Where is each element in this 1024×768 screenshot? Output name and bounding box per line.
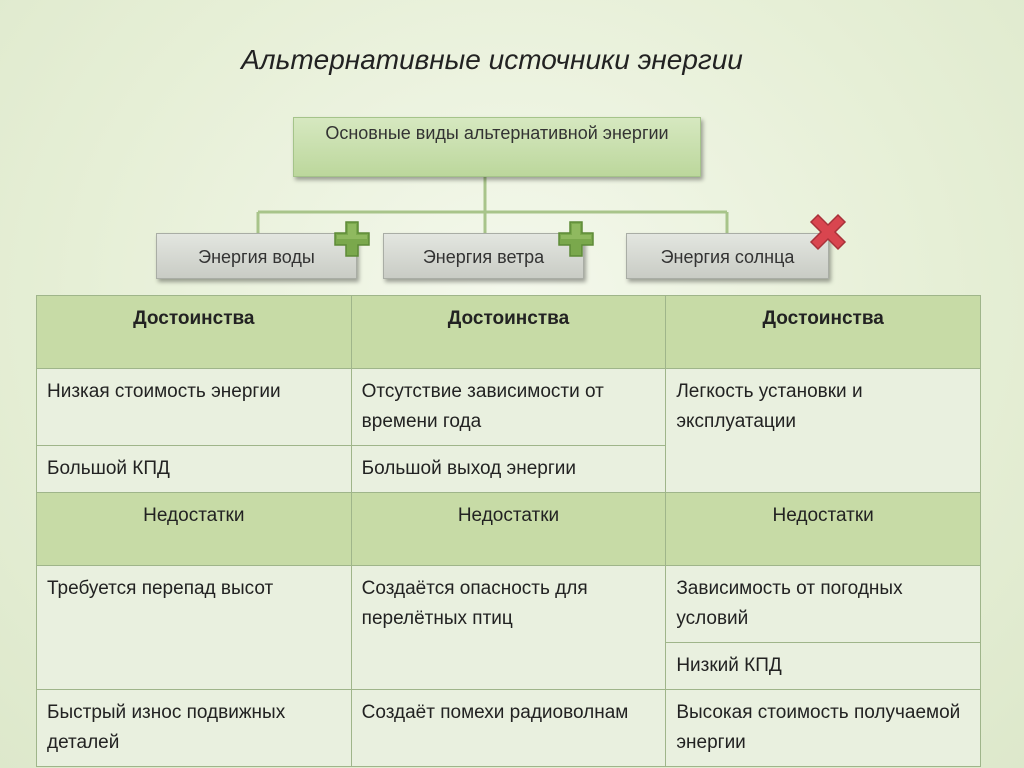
page-title: Альтернативные источники энергии: [241, 44, 743, 75]
node-wind: Энергия ветра: [383, 233, 584, 279]
table-cell: Низкая стоимость энергии: [36, 368, 352, 446]
table-row: Быстрый износ подвижных деталей Создаёт …: [36, 689, 981, 767]
table-row: Требуется перепад высот Создаётся опасно…: [36, 565, 981, 690]
table-row: Низкий КПД: [37, 642, 981, 690]
comparison-table: Достоинства Достоинства Достоинства Низк…: [36, 295, 981, 767]
table-cell: Требуется перепад высот: [36, 565, 352, 690]
header-cell: Недостатки: [350, 492, 667, 566]
table-cell: Создаёт помехи радиоволнам: [350, 689, 667, 767]
cross-icon: [809, 213, 847, 251]
header-cell: Достоинства: [350, 295, 667, 369]
root-node: Основные виды альтернативной энергии: [293, 117, 701, 177]
table-row: Низкая стоимость энергии Отсутствие зави…: [36, 368, 981, 493]
table-cell: Легкость установки и эксплуатации: [665, 368, 981, 493]
table-row: Недостатки Недостатки Недостатки: [36, 492, 981, 566]
header-cell: Достоинства: [36, 295, 352, 369]
table-cell: Большой КПД: [36, 445, 352, 493]
node-sun: Энергия солнца: [626, 233, 829, 279]
node-water: Энергия воды: [156, 233, 357, 279]
table-row: Достоинства Достоинства Достоинства: [36, 295, 981, 369]
table-cell: Отсутствие зависимости от времени года: [350, 368, 667, 446]
header-cell: Недостатки: [36, 492, 352, 566]
table-cell: Создаётся опасность для перелётных птиц: [350, 565, 667, 690]
connector-lines: [256, 177, 729, 233]
table-row: Большой КПД Большой выход энергии: [36, 445, 981, 493]
table-cell: Низкий КПД: [665, 642, 981, 690]
table-cell: Большой выход энергии: [350, 445, 667, 493]
plus-icon: [334, 221, 370, 257]
table-cell: Быстрый износ подвижных деталей: [36, 689, 352, 767]
header-cell: Достоинства: [665, 295, 981, 369]
table-cell: Высокая стоимость получаемой энергии: [665, 689, 981, 767]
plus-icon: [558, 221, 594, 257]
table-cell: Зависимость от погодных условий: [665, 565, 981, 643]
header-cell: Недостатки: [665, 492, 981, 566]
